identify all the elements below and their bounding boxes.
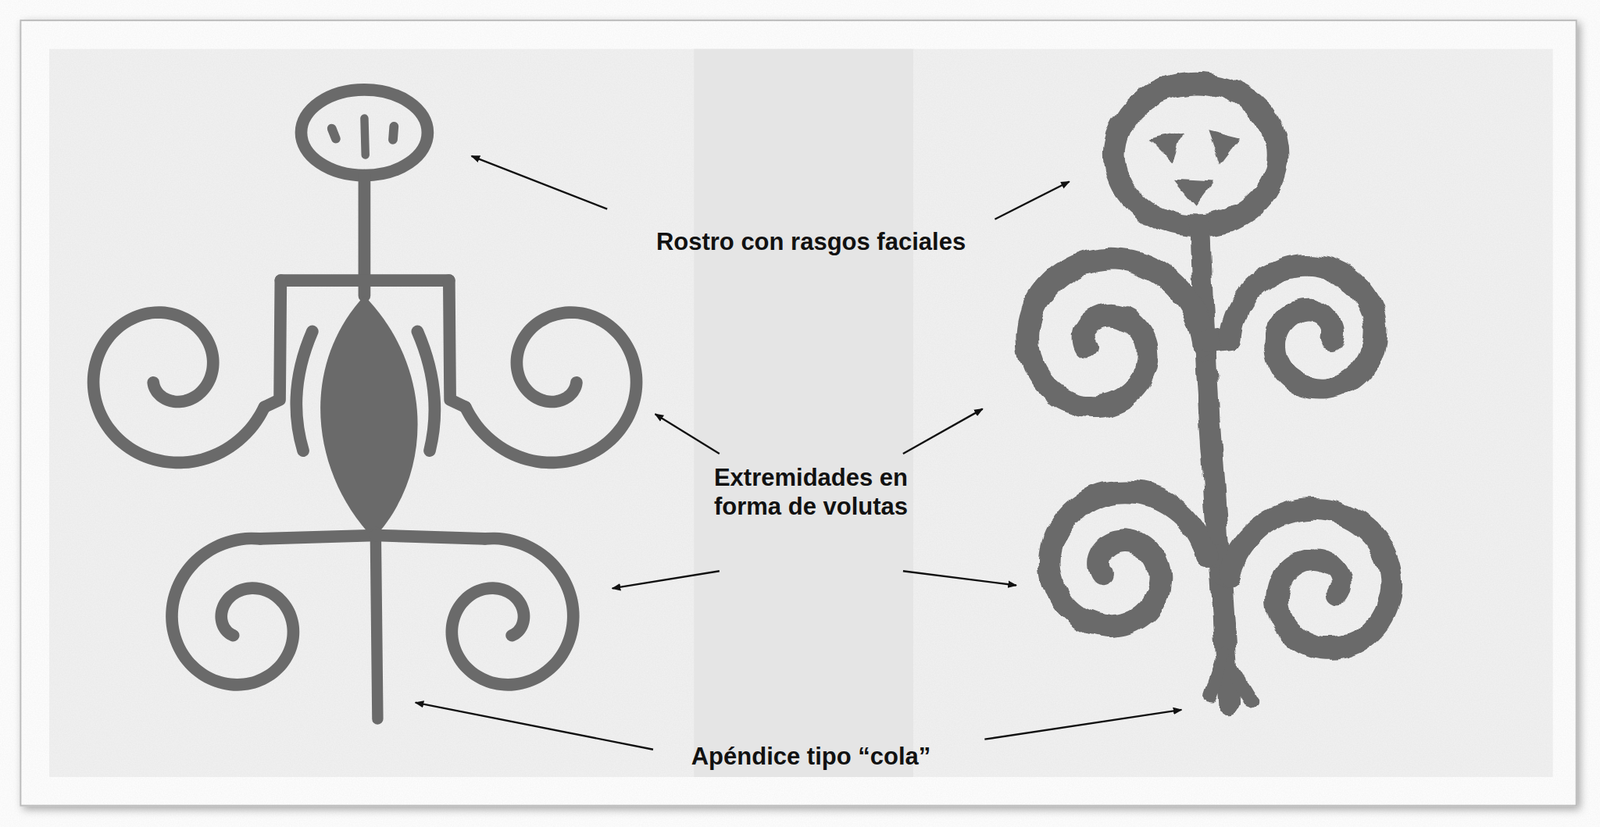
panel — [49, 49, 1554, 778]
leader-arrow — [655, 414, 720, 454]
volute — [1228, 508, 1392, 649]
facial-feature — [1207, 130, 1241, 165]
leg — [260, 535, 376, 540]
head — [1114, 83, 1278, 227]
tail — [1210, 653, 1225, 697]
eye — [332, 128, 336, 140]
right-petroglyph — [1028, 83, 1392, 704]
volute — [1028, 258, 1204, 408]
leader-arrow — [471, 156, 608, 210]
tail — [375, 532, 379, 720]
leader-arrow — [903, 571, 1017, 586]
volute — [465, 312, 637, 463]
eye — [392, 126, 394, 140]
volute — [171, 538, 293, 685]
head — [300, 89, 428, 176]
side-stroke — [417, 331, 435, 451]
callout-label: Extremidades en forma de volutas — [693, 463, 929, 522]
leader-arrow — [994, 181, 1069, 219]
center-band — [693, 49, 914, 778]
tail — [1227, 663, 1251, 703]
volute — [1050, 492, 1206, 627]
callout-label: Apéndice tipo “cola” — [691, 742, 932, 772]
frame — [20, 20, 1576, 806]
body — [320, 296, 418, 540]
volute — [451, 538, 573, 685]
shoulders — [280, 274, 449, 287]
left-petroglyph — [93, 89, 637, 720]
leader-arrow — [415, 703, 654, 750]
callout-label: Rostro con rasgos faciales — [656, 227, 966, 257]
volute — [1230, 265, 1376, 390]
arm — [449, 280, 466, 408]
stem — [1200, 226, 1230, 704]
leader-arrow — [903, 409, 983, 454]
leader-arrows — [415, 156, 1183, 750]
side-stroke — [296, 331, 313, 451]
panel-grain — [49, 49, 1554, 778]
arm — [264, 280, 281, 408]
facial-feature — [1149, 131, 1184, 163]
facial-feature — [1173, 179, 1215, 207]
volute — [93, 312, 265, 463]
nose — [364, 117, 365, 155]
leader-arrow — [984, 710, 1182, 740]
leg — [375, 535, 486, 540]
leader-arrow — [612, 571, 720, 589]
